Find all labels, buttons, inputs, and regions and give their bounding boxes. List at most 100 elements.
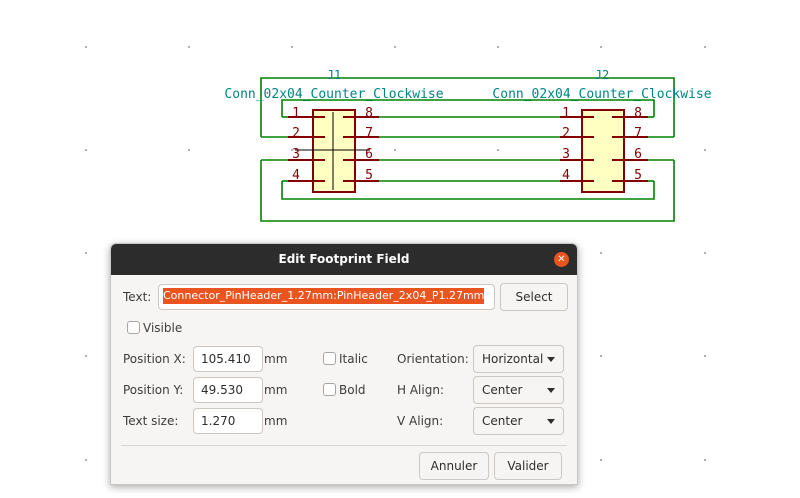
chevron-down-icon (547, 419, 555, 424)
j1-body (312, 109, 356, 193)
text-label: Text: (123, 290, 152, 304)
j1-reference[interactable]: J1 (327, 68, 341, 82)
grid-dot (497, 46, 499, 48)
j2-pin-number: 2 (562, 126, 570, 141)
close-button[interactable]: ✕ (554, 252, 569, 267)
grid-dot (85, 149, 87, 151)
position-x-label: Position X: (123, 352, 186, 366)
wire (260, 160, 675, 222)
v-align-select[interactable]: Center (473, 407, 564, 435)
h-align-value: Center (482, 383, 523, 397)
wire (281, 99, 655, 117)
bold-label[interactable]: Bold (339, 383, 366, 397)
grid-dot (704, 355, 706, 357)
ok-button-label: Valider (507, 459, 549, 473)
j1-pin-number: 4 (292, 168, 300, 183)
edit-footprint-field-dialog: Edit Footprint Field ✕ Text: Connector_P… (110, 243, 578, 485)
grid-dot (704, 46, 706, 48)
bold-checkbox[interactable] (323, 383, 336, 396)
position-y-value: 49.530 (201, 383, 243, 397)
j1-pins (288, 116, 379, 182)
position-y-unit: mm (264, 383, 288, 397)
italic-checkbox[interactable] (323, 352, 336, 365)
grid-dot (600, 46, 602, 48)
j2-reference[interactable]: J2 (595, 68, 609, 82)
grid-dot (291, 149, 293, 151)
j1-pin-number: 3 (292, 147, 300, 162)
h-align-select[interactable]: Center (473, 376, 564, 404)
position-y-input[interactable]: 49.530 (193, 377, 263, 403)
h-align-label: H Align: (397, 383, 444, 397)
connector-j2[interactable]: J2 Conn_02x04_Counter_Clockwise 1 2 3 4 … (492, 68, 712, 193)
orientation-value: Horizontal (482, 352, 544, 366)
j2-pin-number: 3 (562, 147, 570, 162)
grid-dot (188, 149, 190, 151)
j2-pin-number: 8 (634, 106, 642, 121)
position-x-value: 105.410 (201, 352, 251, 366)
grid-dot (600, 252, 602, 254)
grid-dot (600, 355, 602, 357)
orientation-select[interactable]: Horizontal (473, 345, 564, 373)
button-separator (121, 445, 567, 446)
connector-j1[interactable]: J1 Conn_02x04_Counter_Clockwise 1 2 3 4 … (224, 68, 444, 193)
position-x-input[interactable]: 105.410 (193, 346, 263, 372)
j1-pin-number: 1 (292, 106, 300, 121)
chevron-down-icon (547, 357, 555, 362)
grid-dot (394, 46, 396, 48)
j1-pin-number: 2 (292, 126, 300, 141)
grid-dot (85, 459, 87, 461)
j1-pin-number: 6 (365, 147, 373, 162)
visible-checkbox[interactable] (127, 321, 140, 334)
grid-dot (85, 355, 87, 357)
ok-button[interactable]: Valider (494, 452, 562, 480)
j2-pins (560, 116, 648, 182)
wire (260, 77, 675, 137)
grid-dot (704, 149, 706, 151)
cancel-button-label: Annuler (430, 459, 478, 473)
j1-pin-number: 5 (365, 168, 373, 183)
grid-dot (394, 149, 396, 151)
italic-label[interactable]: Italic (339, 352, 368, 366)
grid-dot (600, 459, 602, 461)
j2-pin-number: 7 (634, 126, 642, 141)
j2-pin-number: 5 (634, 168, 642, 183)
text-size-unit: mm (264, 414, 288, 428)
text-input[interactable]: Connector_PinHeader_1.27mm:PinHeader_2x0… (158, 284, 495, 310)
j2-value[interactable]: Conn_02x04_Counter_Clockwise (492, 87, 711, 102)
select-button[interactable]: Select (500, 283, 568, 311)
position-y-label: Position Y: (123, 383, 184, 397)
grid-dot (704, 459, 706, 461)
text-input-selection: Connector_PinHeader_1.27mm:PinHeader_2x0… (163, 288, 485, 304)
close-icon: ✕ (557, 254, 566, 265)
wire (281, 181, 655, 200)
grid-dot (291, 46, 293, 48)
grid-dot (497, 149, 499, 151)
grid-dot (85, 46, 87, 48)
v-align-value: Center (482, 414, 523, 428)
j2-pin-number: 4 (562, 168, 570, 183)
cancel-button[interactable]: Annuler (419, 452, 489, 480)
j1-pin-number: 8 (365, 106, 373, 121)
dialog-title: Edit Footprint Field (278, 252, 410, 266)
visible-label[interactable]: Visible (143, 321, 183, 335)
j2-body (581, 109, 625, 193)
position-x-unit: mm (264, 352, 288, 366)
select-button-label: Select (515, 290, 553, 304)
j2-pin-number: 6 (634, 147, 642, 162)
dialog-titlebar[interactable]: Edit Footprint Field (111, 244, 577, 275)
orientation-label: Orientation: (397, 352, 469, 366)
text-size-input[interactable]: 1.270 (193, 408, 263, 434)
grid-dot (704, 252, 706, 254)
cursor-crosshair (295, 112, 370, 190)
j2-pin-number: 1 (562, 106, 570, 121)
j1-value[interactable]: Conn_02x04_Counter_Clockwise (224, 87, 443, 102)
j1-pin-number: 7 (365, 126, 373, 141)
chevron-down-icon (547, 388, 555, 393)
text-size-label: Text size: (123, 414, 179, 428)
grid-dot (188, 46, 190, 48)
v-align-label: V Align: (397, 414, 444, 428)
grid-dot (85, 252, 87, 254)
text-size-value: 1.270 (201, 414, 236, 428)
wires (260, 77, 675, 222)
